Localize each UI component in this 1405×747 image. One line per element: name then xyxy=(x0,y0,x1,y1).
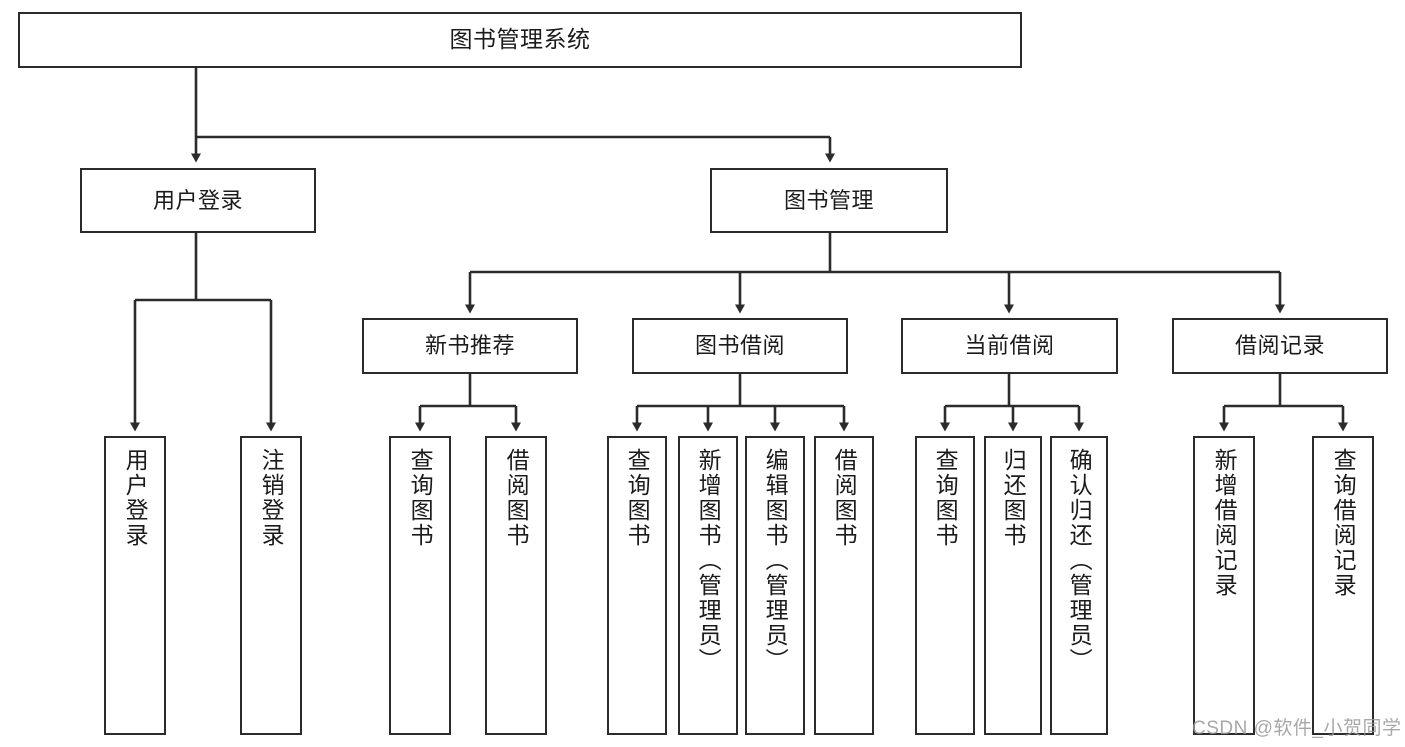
node-book-borrow-label: 图书借阅 xyxy=(694,333,785,359)
leaf-add-book-admin[interactable]: 新增图书（管理员） xyxy=(678,436,738,735)
leaf-add-book-admin-label: 新增图书（管理员） xyxy=(695,448,722,673)
leaf-add-borrow-record-label: 新增借阅记录 xyxy=(1211,448,1238,598)
leaf-add-borrow-record[interactable]: 新增借阅记录 xyxy=(1193,436,1255,735)
node-current-borrow[interactable]: 当前借阅 xyxy=(901,318,1118,374)
node-book-management-label: 图书管理 xyxy=(783,187,874,213)
leaf-logout-login-label: 注销登录 xyxy=(258,448,285,548)
leaf-query-books-borrow-label: 查询图书 xyxy=(624,448,651,548)
leaf-query-borrow-record-label: 查询借阅记录 xyxy=(1330,448,1357,598)
leaf-user-login[interactable]: 用户登录 xyxy=(104,436,166,735)
leaf-borrow-books-recommend-label: 借阅图书 xyxy=(503,448,530,548)
leaf-return-books-label: 归还图书 xyxy=(1000,448,1027,548)
node-new-book-recommend[interactable]: 新书推荐 xyxy=(362,318,578,374)
leaf-edit-book-admin-label: 编辑图书（管理员） xyxy=(762,448,789,673)
node-current-borrow-label: 当前借阅 xyxy=(964,333,1055,359)
node-borrow-records-label: 借阅记录 xyxy=(1234,333,1325,359)
leaf-query-books-current[interactable]: 查询图书 xyxy=(915,436,975,735)
node-user-login[interactable]: 用户登录 xyxy=(80,168,316,233)
csdn-watermark: CSDN @软件_小贺同学 xyxy=(1192,718,1402,739)
leaf-query-books-current-label: 查询图书 xyxy=(932,448,959,548)
leaf-confirm-return-admin-label: 确认归还（管理员） xyxy=(1066,448,1093,673)
leaf-edit-book-admin[interactable]: 编辑图书（管理员） xyxy=(745,436,805,735)
leaf-return-books[interactable]: 归还图书 xyxy=(984,436,1042,735)
leaf-query-borrow-record[interactable]: 查询借阅记录 xyxy=(1312,436,1374,735)
node-borrow-records[interactable]: 借阅记录 xyxy=(1172,318,1388,374)
leaf-query-books-recommend[interactable]: 查询图书 xyxy=(389,436,451,735)
leaf-confirm-return-admin[interactable]: 确认归还（管理员） xyxy=(1050,436,1108,735)
leaf-logout-login[interactable]: 注销登录 xyxy=(240,436,302,735)
leaf-borrow-books[interactable]: 借阅图书 xyxy=(814,436,874,735)
leaf-query-books-recommend-label: 查询图书 xyxy=(407,448,434,548)
node-root-label: 图书管理系统 xyxy=(449,26,591,53)
node-book-management[interactable]: 图书管理 xyxy=(710,168,948,233)
node-new-book-recommend-label: 新书推荐 xyxy=(424,333,515,359)
leaf-borrow-books-label: 借阅图书 xyxy=(831,448,858,548)
node-user-login-label: 用户登录 xyxy=(152,187,243,213)
leaf-borrow-books-recommend[interactable]: 借阅图书 xyxy=(485,436,547,735)
node-root[interactable]: 图书管理系统 xyxy=(18,12,1022,68)
node-book-borrow[interactable]: 图书借阅 xyxy=(632,318,848,374)
leaf-query-books-borrow[interactable]: 查询图书 xyxy=(607,436,667,735)
leaf-user-login-label: 用户登录 xyxy=(122,448,149,548)
